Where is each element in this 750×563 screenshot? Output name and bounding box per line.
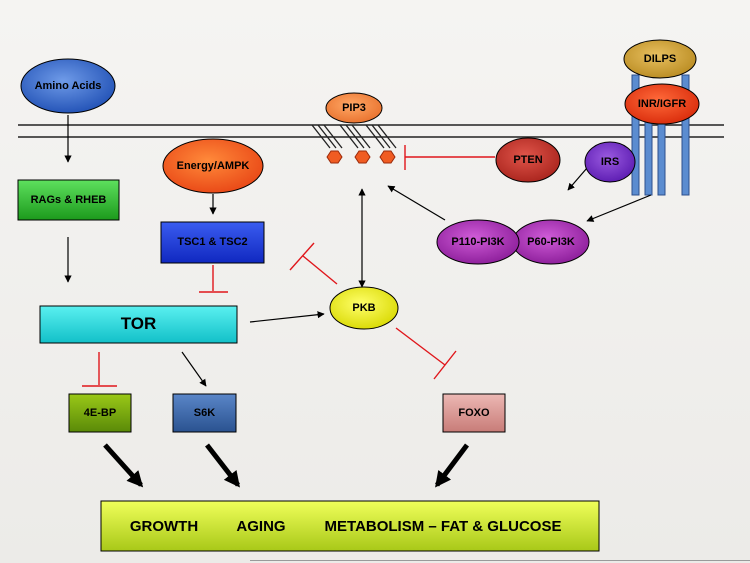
output-arrows — [103, 443, 469, 488]
pip3-shape — [325, 92, 383, 124]
inr-igfr-shape — [624, 83, 700, 125]
inhibit-pkb-to-tsc-bar — [289, 242, 315, 271]
footer-divider — [250, 560, 750, 561]
inhibit-pkb-to-foxo-bar — [433, 350, 457, 380]
arrow-tor-to-pkb — [249, 311, 325, 323]
foxo-shape — [442, 393, 506, 433]
inhibit-pkb-to-foxo — [395, 327, 446, 366]
arrow-tor-to-s6k — [181, 351, 207, 387]
energy-ampk-label: Energy/AMPK — [176, 160, 250, 172]
s6k-shape — [172, 393, 237, 433]
rags-rheb-label: RAGs & RHEB — [30, 194, 107, 206]
foxo-label: FOXO — [458, 407, 490, 419]
arrow-s6k-to-outcomes — [205, 443, 240, 488]
outcome-growth: GROWTH — [129, 517, 199, 535]
dilps-label: DILPS — [643, 53, 677, 65]
arrow-pi3k-to-pip3 — [387, 185, 446, 221]
4ebp-label: 4E-BP — [83, 407, 117, 419]
p110-label: P110-PI3K — [451, 236, 505, 248]
arrow-irs-to-pi3k — [567, 167, 588, 191]
inhibition-lines — [82, 145, 495, 387]
energy-ampk-shape — [162, 138, 264, 194]
amino-acids-shape — [20, 58, 116, 114]
tsc-label: TSC1 & TSC2 — [177, 236, 248, 248]
activation-arrows — [64, 115, 652, 387]
dilps-shape — [623, 39, 697, 79]
pkb-shape — [329, 286, 399, 330]
arrow-receptor-to-pi3k — [586, 194, 652, 222]
arrow-foxo-to-outcomes — [435, 443, 469, 488]
pip3-label: PIP3 — [342, 102, 366, 114]
irs-shape — [584, 141, 636, 183]
pkb-label: PKB — [352, 302, 376, 314]
s6k-label: S6K — [193, 407, 216, 419]
arrow-4ebp-to-outcomes — [103, 443, 144, 488]
pten-label: PTEN — [513, 154, 543, 166]
amino-acids-label: Amino Acids — [34, 80, 102, 92]
pip3-hexagons — [326, 150, 396, 164]
pten-shape — [495, 137, 561, 183]
tor-shape — [39, 305, 238, 344]
tsc-shape — [160, 221, 265, 264]
outcome-metabolism: METABOLISM – FAT & GLUCOSE — [324, 517, 562, 535]
4ebp-shape — [68, 393, 132, 433]
inhibit-pkb-to-tsc — [302, 255, 338, 285]
p60-label: P60-PI3K — [527, 236, 575, 248]
p110-shape — [436, 219, 520, 265]
outcome-aging: AGING — [236, 517, 286, 535]
inr-igfr-label: INR/IGFR — [637, 98, 687, 110]
pip3-lipids — [311, 124, 397, 149]
tor-label: TOR — [120, 314, 157, 333]
rags-rheb-shape — [17, 179, 120, 221]
irs-label: IRS — [600, 156, 620, 168]
outcomes-shape — [100, 500, 600, 552]
